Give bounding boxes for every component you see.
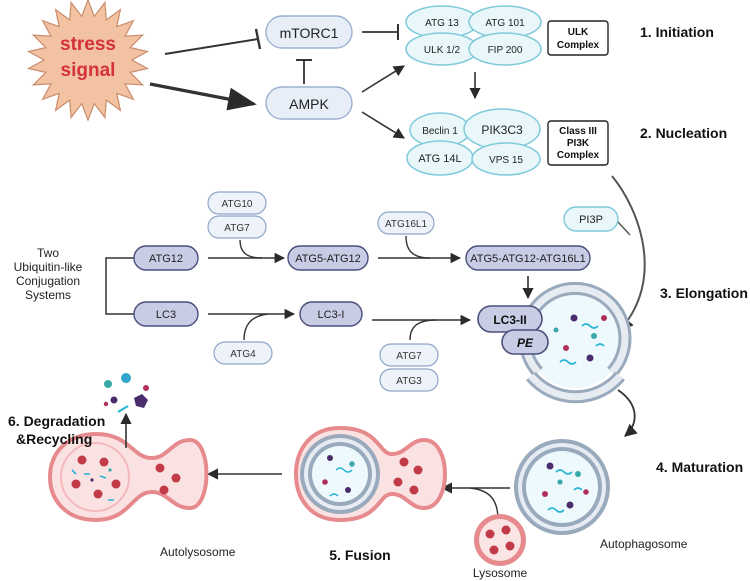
- lc3-i-label: LC3-I: [318, 309, 345, 321]
- atg5-atg12-node: ATG5-ATG12: [287, 245, 369, 271]
- elongation-to-maturation-arrow: [617, 389, 638, 437]
- ampk-activates-pi3k-arrow: [361, 111, 405, 139]
- autophagosome: [514, 439, 610, 535]
- burst-shape: [26, 0, 150, 122]
- pi3p-node: PI3P: [563, 206, 619, 232]
- degradation-products: [103, 373, 149, 413]
- ulk-subunit-atg13: ATG 13: [425, 18, 459, 29]
- atg10-node: ATG10: [207, 191, 267, 215]
- phagophore-cargo: [553, 314, 607, 365]
- atg3-node: ATG3: [379, 368, 439, 392]
- atg7-atg3-join-curve: [409, 319, 437, 341]
- autolysosome-label: Autolysosome: [160, 545, 236, 559]
- atg4-join-curve: [243, 313, 269, 341]
- nucleation-to-elongation-arrow: [611, 175, 646, 332]
- conj-title-line4: Systems: [25, 288, 71, 302]
- mtorc1-label: mTORC1: [280, 25, 339, 41]
- stage-elongation: 3. Elongation: [660, 285, 748, 301]
- mtorc1-node: mTORC1: [265, 15, 353, 49]
- stage-maturation: 4. Maturation: [656, 459, 743, 475]
- ampk-node: AMPK: [265, 86, 353, 120]
- fusion-structure: [293, 425, 447, 523]
- atg16l1-node: ATG16L1: [377, 211, 435, 235]
- pe-label: PE: [517, 336, 534, 350]
- stress-text-line2: signal: [61, 60, 116, 81]
- lc3-label: LC3: [156, 309, 176, 321]
- lysosome-label: Lysosome: [473, 566, 528, 580]
- pi3k-label-line1: Class III: [559, 126, 597, 137]
- atg4-node: ATG4: [213, 341, 273, 365]
- conj-bracket: [105, 257, 134, 315]
- lc3-ii-node: LC3-II: [477, 305, 543, 333]
- atg16l1-join-curve: [405, 235, 431, 259]
- lc3-node: LC3: [133, 301, 199, 327]
- stage-degradation-line2: &Recycling: [16, 431, 92, 447]
- atg12-label: ATG12: [149, 253, 183, 265]
- stage-fusion: 5. Fusion: [329, 547, 390, 563]
- conj-title-line1: Two: [37, 246, 59, 260]
- stress-activates-ampk-arrow: [149, 82, 257, 111]
- conj-title-line3: Conjugation: [16, 274, 80, 288]
- ulk-complex: [405, 5, 542, 66]
- pi3k-subunit-atg14l: ATG 14L: [418, 153, 461, 165]
- atg5-atg12-label: ATG5-ATG12: [295, 253, 361, 265]
- atg12-node: ATG12: [133, 245, 199, 271]
- atg7-bottom-node: ATG7: [379, 343, 439, 367]
- stress-text-line1: stress: [60, 34, 116, 55]
- ulk-label-line1: ULK: [568, 27, 589, 38]
- lysosome: [474, 514, 526, 566]
- atg7-top-node: ATG7: [207, 215, 267, 239]
- stage-nucleation: 2. Nucleation: [640, 125, 727, 141]
- stress-inhibits-mtorc1-line: [164, 38, 259, 55]
- atg5-atg12-atg16l1-label: ATG5-ATG12-ATG16L1: [470, 253, 586, 265]
- atg7-top-label: ATG7: [224, 223, 250, 234]
- lc3-i-node: LC3-I: [299, 301, 363, 327]
- phagophore: [518, 281, 632, 404]
- autolysosome: [47, 431, 209, 523]
- ulk-complex-label-box: ULK Complex: [547, 20, 609, 56]
- atg3-label: ATG3: [396, 376, 422, 387]
- ulk-subunit-fip200: FIP 200: [488, 45, 523, 56]
- stage-degradation-line1: 6. Degradation: [8, 413, 105, 429]
- ulk-subunit-ulk12: ULK 1/2: [424, 45, 461, 56]
- stress-signal-burst: stress signal: [26, 0, 150, 122]
- atg10-label: ATG10: [222, 199, 253, 210]
- ampk-label: AMPK: [289, 96, 329, 112]
- pi3k-subunit-vps15: VPS 15: [489, 155, 523, 166]
- pi3k-subunit-pik3c3: PIK3C3: [481, 123, 523, 137]
- ulk-subunit-atg101: ATG 101: [485, 18, 525, 29]
- atg4-label: ATG4: [230, 349, 256, 360]
- atg7-bottom-label: ATG7: [396, 351, 422, 362]
- autophagosome-label: Autophagosome: [600, 537, 688, 551]
- ampk-activates-ulk-arrow: [361, 65, 405, 93]
- lc3-ii-label: LC3-II: [493, 313, 526, 327]
- pi3k-complex: [406, 108, 541, 176]
- pi3k-complex-label-box: Class III PI3K Complex: [547, 120, 609, 166]
- pi3k-label-line2: PI3K: [567, 138, 590, 149]
- atg7-join-curve: [239, 239, 263, 259]
- pi3k-label-line3: Complex: [557, 150, 600, 161]
- inhibition-bar: [254, 28, 262, 50]
- pi3k-subunit-beclin1: Beclin 1: [422, 126, 458, 137]
- atg16l1-label: ATG16L1: [385, 219, 427, 230]
- conj-title-line2: Ubiquitin-like: [14, 260, 83, 274]
- pe-node: PE: [501, 329, 549, 355]
- pi3p-connector: [617, 221, 631, 236]
- stage-initiation: 1. Initiation: [640, 24, 714, 40]
- pi3p-label: PI3P: [579, 214, 603, 226]
- ulk-label-line2: Complex: [557, 40, 600, 51]
- atg5-atg12-atg16l1-node: ATG5-ATG12-ATG16L1: [465, 245, 591, 271]
